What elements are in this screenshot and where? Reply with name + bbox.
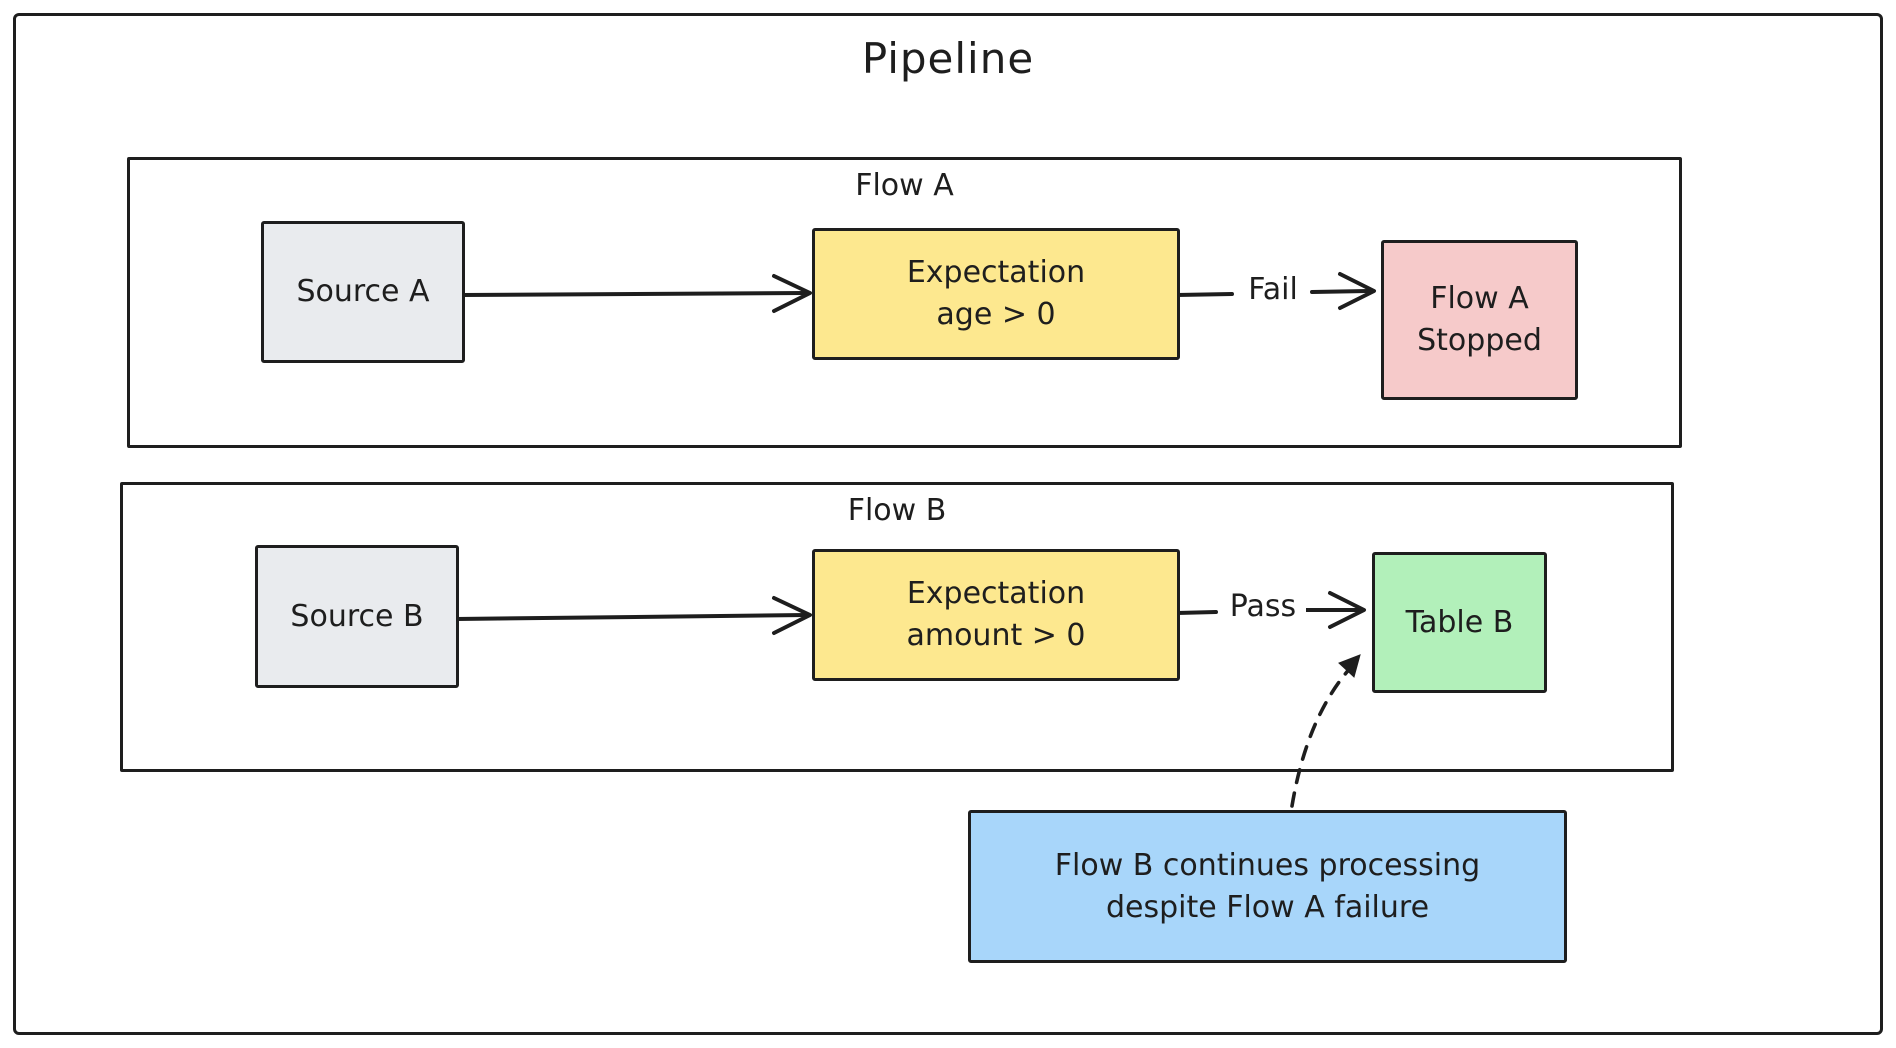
node-expectation-age: Expectation age > 0 <box>812 228 1180 360</box>
stopped-line2: Stopped <box>1417 323 1542 358</box>
edge-label-fail: Fail <box>1236 272 1310 307</box>
node-flow-a-stopped: Flow A Stopped <box>1381 240 1578 400</box>
expectation-a-line1: Expectation <box>906 255 1086 290</box>
node-source-b: Source B <box>255 545 459 688</box>
expectation-b-line2: amount > 0 <box>906 618 1086 653</box>
note-line1: Flow B continues processing <box>1054 847 1481 883</box>
node-source-a: Source A <box>261 221 465 363</box>
node-table-b: Table B <box>1372 552 1547 693</box>
edge-label-pass: Pass <box>1220 589 1306 624</box>
table-b-label: Table B <box>1405 604 1514 640</box>
flow-a-label: Flow A <box>855 168 954 203</box>
diagram-title: Pipeline <box>861 34 1035 83</box>
note-line2: despite Flow A failure <box>1105 889 1430 925</box>
expectation-b-line1: Expectation <box>906 576 1086 611</box>
expectation-a-line2: age > 0 <box>936 297 1056 332</box>
node-source-b-label: Source B <box>290 598 424 634</box>
stopped-line1: Flow A <box>1430 281 1529 316</box>
node-source-a-label: Source A <box>296 274 430 309</box>
flow-b-label: Flow B <box>847 493 947 528</box>
note-box: Flow B continues processing despite Flow… <box>968 810 1567 963</box>
node-expectation-amount: Expectation amount > 0 <box>812 549 1180 681</box>
